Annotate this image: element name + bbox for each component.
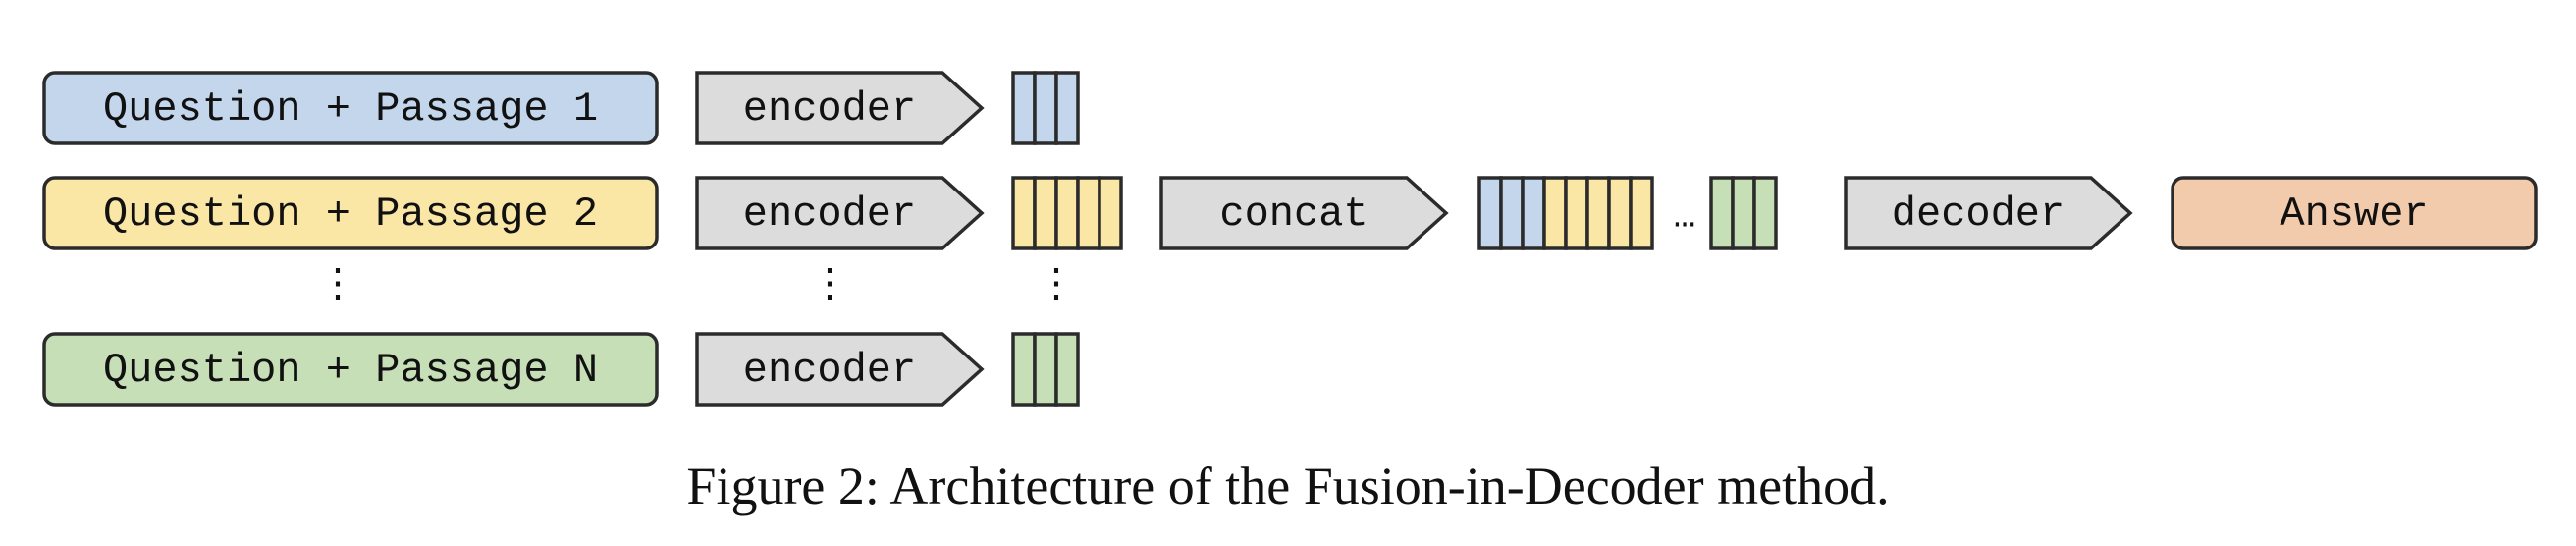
concatenated-vector-cell — [1542, 176, 1568, 250]
concatenated-vector-cell — [1521, 176, 1546, 250]
concatenated-vector-tail-cell — [1709, 176, 1735, 250]
concatenated-vector-tail-cell — [1731, 176, 1756, 250]
encoded-vector-2-cell — [1076, 176, 1101, 250]
concat-ellipsis: … — [1674, 196, 1696, 239]
encoder-arrow-1 — [695, 71, 985, 145]
encoded-vector-2-cell — [1033, 176, 1058, 250]
encoder-arrow-n — [695, 332, 985, 407]
vdots-encoders: ⋮ — [810, 265, 849, 309]
input-label-passage-n: Question + Passage N — [103, 347, 598, 394]
encoder-label-2: encoder — [743, 191, 916, 238]
input-box-passage-n — [42, 332, 659, 407]
concatenated-vector-cell — [1477, 176, 1503, 250]
encoded-vector-n-cell — [1054, 332, 1080, 407]
vdots-vectors: ⋮ — [1037, 265, 1076, 309]
answer-label: Answer — [2280, 191, 2428, 238]
encoded-vector-1-cell — [1033, 71, 1058, 145]
encoded-vector-2-cell — [1054, 176, 1080, 250]
encoded-vector-1-cell — [1054, 71, 1080, 145]
concatenated-vector-cell — [1499, 176, 1525, 250]
encoded-vector-n-cell — [1033, 332, 1058, 407]
concat-arrow — [1159, 176, 1449, 250]
encoder-label-n: encoder — [743, 347, 916, 394]
encoded-vector-1-cell — [1011, 71, 1037, 145]
input-label-passage-1: Question + Passage 1 — [103, 85, 598, 133]
concatenated-vector-cell — [1607, 176, 1633, 250]
concat-label: concat — [1219, 191, 1368, 238]
input-box-passage-1 — [42, 71, 659, 145]
encoded-vector-2-cell — [1098, 176, 1123, 250]
concatenated-vector-cell — [1629, 176, 1654, 250]
decoder-label: decoder — [1892, 191, 2065, 238]
concatenated-vector-cell — [1585, 176, 1611, 250]
encoded-vector-n-cell — [1011, 332, 1037, 407]
encoded-vector-2-cell — [1011, 176, 1037, 250]
figure-caption: Figure 2: Architecture of the Fusion-in-… — [686, 457, 1890, 516]
vdots-inputs: ⋮ — [318, 265, 357, 309]
concatenated-vector-cell — [1564, 176, 1589, 250]
concatenated-vector-tail-cell — [1752, 176, 1778, 250]
answer-box — [2171, 176, 2538, 250]
encoder-arrow-2 — [695, 176, 985, 250]
input-box-passage-2 — [42, 176, 659, 250]
input-label-passage-2: Question + Passage 2 — [103, 191, 598, 238]
decoder-arrow — [1844, 176, 2133, 250]
encoder-label-1: encoder — [743, 85, 916, 133]
